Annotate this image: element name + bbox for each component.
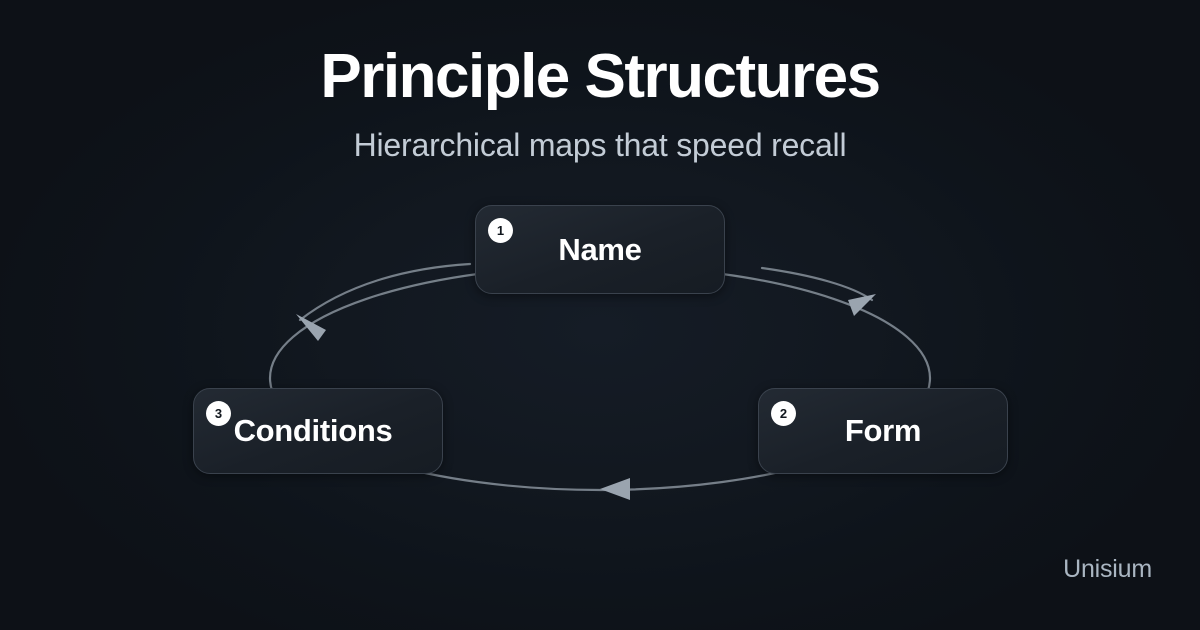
node-label-form: Form bbox=[844, 413, 922, 448]
arrowhead-to-form bbox=[848, 294, 876, 316]
node-badge-3: 3 bbox=[206, 401, 231, 426]
node-label-name: Name bbox=[558, 231, 642, 267]
node-badge-1: 1 bbox=[488, 218, 513, 243]
header: Principle Structures Hierarchical maps t… bbox=[0, 0, 1200, 164]
page-subtitle: Hierarchical maps that speed recall bbox=[353, 127, 847, 164]
diagram-node-conditions[interactable]: 3 Conditions bbox=[193, 388, 443, 474]
node-label-conditions: Conditions bbox=[233, 413, 393, 448]
arrowhead-to-conditions bbox=[600, 478, 630, 500]
brand-footer: Unisium bbox=[1063, 555, 1152, 583]
page-title: Principle Structures bbox=[320, 42, 881, 111]
arc-conditions-to-name bbox=[298, 262, 472, 322]
node-badge-2: 2 bbox=[771, 401, 796, 426]
arc-name-to-form bbox=[760, 266, 874, 302]
diagram-node-form[interactable]: 2 Form bbox=[758, 388, 1008, 474]
arrowhead-to-name bbox=[296, 314, 326, 341]
diagram-node-name[interactable]: 1 Name bbox=[475, 205, 725, 294]
